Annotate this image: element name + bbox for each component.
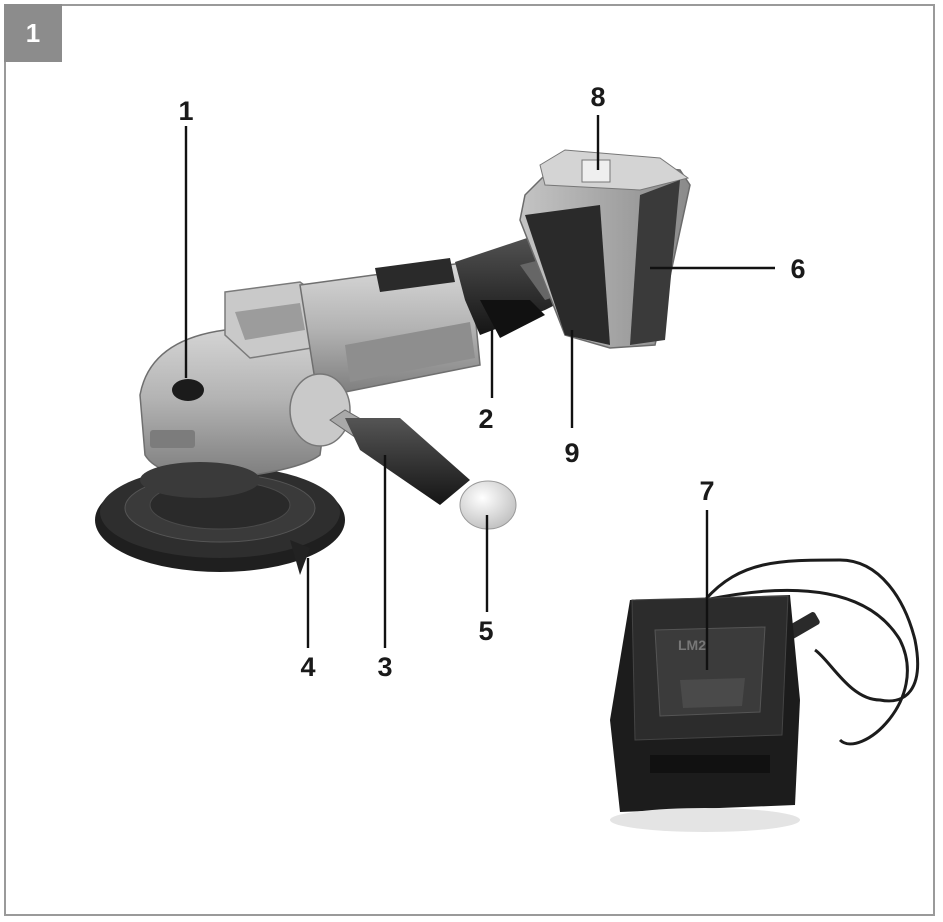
callout-1: 1 — [178, 96, 193, 126]
battery-charger: LM2 — [610, 558, 920, 832]
callout-2: 2 — [478, 404, 493, 434]
callout-3: 3 — [377, 652, 392, 682]
callout-numbers: 1 2 3 4 5 6 7 8 9 — [178, 82, 805, 682]
battery-pack — [519, 149, 691, 349]
charger-model-text: LM2 — [678, 637, 706, 653]
callout-9: 9 — [564, 438, 579, 468]
figure-number-badge: 1 — [4, 4, 62, 62]
angle-grinder — [95, 149, 691, 575]
figure-frame — [4, 4, 935, 916]
callout-4: 4 — [300, 652, 315, 682]
callout-8: 8 — [590, 82, 605, 112]
callout-5: 5 — [478, 616, 493, 646]
callout-7: 7 — [699, 476, 714, 506]
callout-6: 6 — [790, 254, 805, 284]
auxiliary-handle — [289, 373, 517, 530]
leader-lines — [184, 115, 775, 670]
motor-housing — [299, 258, 481, 396]
gear-head — [139, 281, 331, 498]
